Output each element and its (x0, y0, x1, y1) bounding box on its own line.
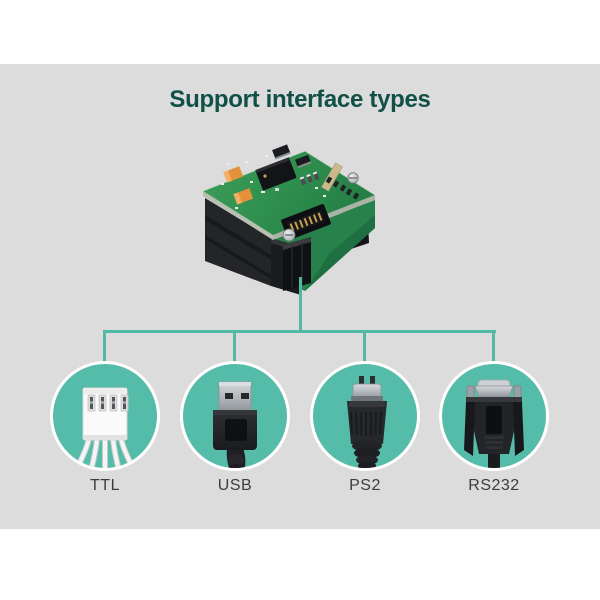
ttl-pin-slots (87, 394, 129, 412)
transistor-1 (272, 144, 291, 160)
pcb-module-illustration (202, 144, 376, 295)
rs232-hood (464, 397, 524, 456)
capacitor-orange-1 (223, 166, 244, 183)
screw-front (282, 228, 296, 242)
connector-line-drop-rs232 (492, 330, 495, 364)
connector-line-drop-usb (233, 330, 236, 364)
ps2-body (347, 401, 387, 444)
front-connector-block (283, 237, 311, 291)
rs232-db9-plug-icon (464, 379, 524, 468)
connector-line-horizontal (103, 330, 496, 333)
usb-plastic-body (213, 410, 257, 450)
connector-line-vertical-main (299, 277, 302, 333)
connector-line-drop-ps2 (363, 330, 366, 364)
ttl-4pin-cable-icon (74, 387, 136, 468)
usb-metal-shell (218, 381, 252, 412)
interface-label-ttl: TTL (90, 477, 120, 494)
usb-cable (226, 448, 246, 468)
ps2-pins (359, 376, 375, 386)
screw-right (347, 172, 359, 184)
usb-hole-right (241, 393, 249, 399)
interface-circle-rs232 (439, 361, 549, 471)
ttl-wires (74, 437, 136, 468)
interface-circle-ps2 (310, 361, 420, 471)
interface-circle-usb (180, 361, 290, 471)
tan-component (321, 162, 343, 192)
transistor-2 (295, 154, 312, 169)
usb-hole-left (225, 393, 233, 399)
capacitor-orange-2 (233, 188, 254, 205)
ttl-housing (82, 387, 129, 441)
interface-circle-ttl (50, 361, 160, 471)
pad-row (325, 176, 360, 200)
interface-label-rs232: RS232 (468, 477, 520, 494)
ic-chip (255, 157, 297, 191)
page-title: Support interface types (169, 86, 431, 113)
interface-label-usb: USB (217, 477, 253, 494)
interface-label-ps2: PS2 (349, 477, 381, 494)
ps2-mini-din-plug-icon (347, 376, 387, 468)
connector-line-drop-ttl (103, 330, 106, 364)
rs232-cable (488, 454, 500, 468)
silkscreen-marks (221, 155, 326, 209)
rs232-dsub-shell (474, 379, 514, 398)
ps2-metal-barrel (351, 383, 383, 401)
ps2-strain-relief (352, 440, 382, 468)
resistor-row (299, 171, 320, 186)
usb-a-plug-icon (213, 381, 257, 468)
